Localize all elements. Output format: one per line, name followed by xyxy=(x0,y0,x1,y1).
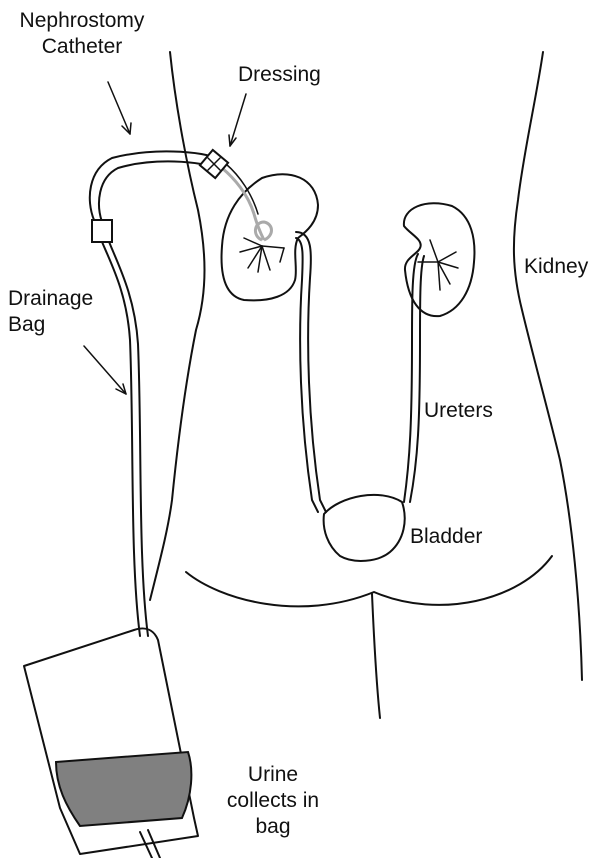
label-urine-collects-line3: bag xyxy=(208,814,338,840)
arrow-drainage-bag xyxy=(84,346,126,394)
label-dressing: Dressing xyxy=(238,62,321,88)
body-right-outline xyxy=(514,52,582,680)
body-left-outline xyxy=(150,52,205,600)
bladder xyxy=(324,495,405,561)
label-urine-collects-line1: Urine xyxy=(208,762,338,788)
label-kidney: Kidney xyxy=(524,254,588,280)
label-urine-collects-line2: collects in xyxy=(208,788,338,814)
right-kidney xyxy=(404,203,475,316)
label-drainage-bag-line1: Drainage xyxy=(8,286,93,312)
right-kidney-calyces xyxy=(418,240,458,290)
catheter-connector xyxy=(92,220,112,242)
label-bladder: Bladder xyxy=(410,524,482,550)
label-urine-collects: Urine collects in bag xyxy=(208,762,338,840)
left-ureter-inner xyxy=(296,238,318,512)
gluteal-cleft xyxy=(372,594,380,718)
label-ureters: Ureters xyxy=(424,398,493,424)
label-nephrostomy-catheter: Nephrostomy Catheter xyxy=(2,8,162,60)
catheter-inside-kidney xyxy=(222,168,264,240)
arrow-dressing xyxy=(229,94,246,146)
label-nephrostomy-catheter-line1: Nephrostomy xyxy=(2,8,162,34)
label-drainage-bag-line2: Bag xyxy=(8,312,93,338)
label-nephrostomy-catheter-line2: Catheter xyxy=(2,34,162,60)
arrow-nephrostomy-catheter xyxy=(108,82,131,134)
buttocks-outline xyxy=(186,556,552,606)
urine-in-bag xyxy=(56,752,191,826)
label-drainage-bag: Drainage Bag xyxy=(8,286,93,338)
left-kidney-calyces xyxy=(240,238,284,272)
